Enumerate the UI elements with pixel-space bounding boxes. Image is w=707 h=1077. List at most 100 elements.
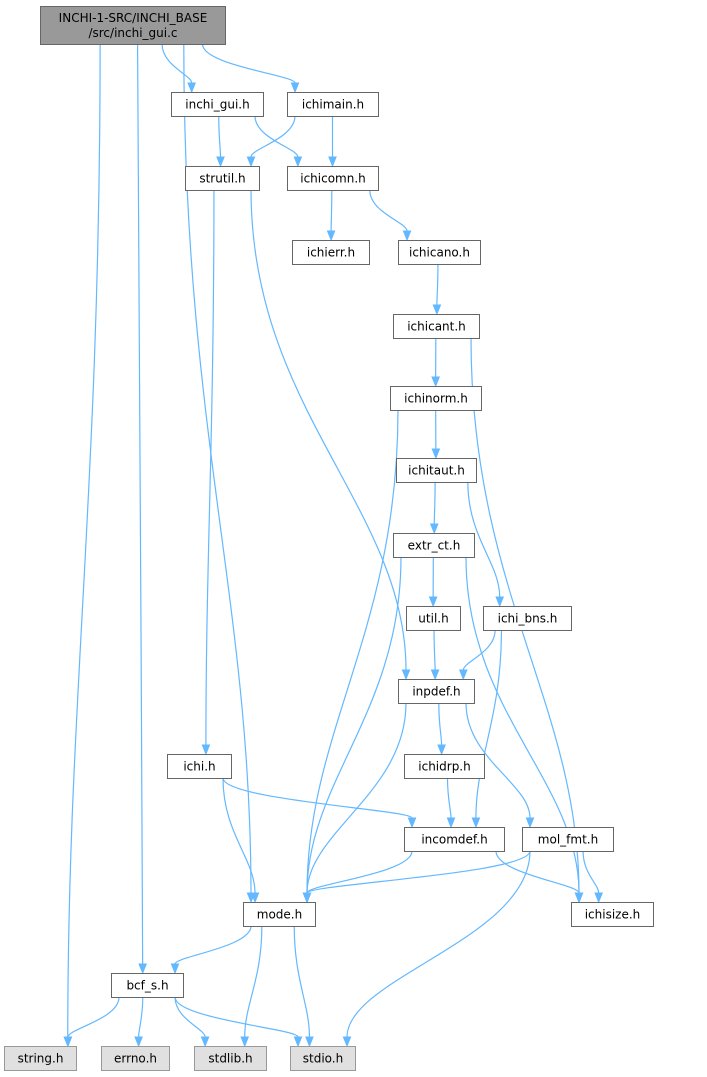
node-mol-fmt-h[interactable]: mol_fmt.h [522, 827, 614, 852]
node-ichicomn-h[interactable]: ichicomn.h [287, 166, 379, 191]
node-box [171, 92, 264, 117]
edge-root-to-bcf_s_h [136, 43, 147, 975]
edge-line [293, 925, 311, 1038]
edge-arrowhead [407, 817, 417, 829]
node-ichierr-h[interactable]: ichierr.h [292, 240, 370, 265]
edge-ichidrp_h-to-incomdef_h [446, 777, 456, 829]
node-label: INCHI-1-SRC/INCHI_BASE [59, 11, 208, 25]
edge-root-to-ichimain_h [201, 43, 300, 94]
edge-arrowhead [246, 156, 256, 168]
edge-arrowhead [138, 963, 147, 975]
node-label: incomdef.h [421, 833, 487, 847]
node-ichi-h[interactable]: ichi.h [167, 754, 232, 779]
edge-mol_fmt_h-to-ichisize_h [582, 850, 603, 904]
node-box [40, 6, 226, 45]
edge-bcf_s_h-to-stdio_h [174, 996, 303, 1048]
node-inchi-gui-h[interactable]: inchi_gui.h [171, 92, 264, 117]
edge-line [218, 115, 222, 158]
node-root[interactable]: INCHI-1-SRC/INCHI_BASE/src/inchi_gui.c [40, 6, 226, 45]
edge-ichi_bns_h-to-incomdef_h [471, 629, 503, 829]
edge-arrowhead [495, 596, 505, 608]
node-label: ichierr.h [307, 246, 355, 260]
edge-strutil_h-to-inpdef_h [250, 189, 411, 681]
node-ichi-bns-h[interactable]: ichi_bns.h [483, 606, 572, 631]
node-inpdef-h[interactable]: inpdef.h [398, 679, 475, 704]
edge-arrowhead [216, 156, 225, 168]
node-ichidrp-h[interactable]: ichidrp.h [404, 754, 485, 779]
edge-line [174, 996, 206, 1038]
node-label: extr_ct.h [408, 539, 461, 553]
edge-arrowhead [200, 1036, 210, 1048]
node-ichimain-h[interactable]: ichimain.h [287, 92, 379, 117]
edge-ichi_bns_h-to-inpdef_h [458, 629, 496, 681]
node-ichicano-h[interactable]: ichicano.h [398, 240, 481, 265]
node-ichisize-h[interactable]: ichisize.h [571, 902, 654, 927]
edge-arrowhead [431, 376, 440, 388]
edge-arrowhead [134, 1036, 143, 1048]
node-stdio-h: stdio.h [290, 1046, 356, 1071]
node-box [185, 166, 260, 191]
edge-line [306, 556, 402, 894]
node-label: ichi.h [183, 760, 215, 774]
node-box [194, 1046, 267, 1071]
node-label: ichitaut.h [408, 464, 465, 478]
edges-layer [63, 43, 603, 1048]
edge-ichicant_h-to-ichinorm_h [431, 337, 440, 388]
node-label: inpdef.h [412, 685, 460, 699]
edge-ichinorm_h-to-ichitaut_h [431, 409, 441, 460]
edge-line [475, 629, 503, 819]
nodes-layer: INCHI-1-SRC/INCHI_BASE/src/inchi_gui.cin… [4, 6, 654, 1071]
edge-arrowhead [342, 1036, 352, 1048]
edge-extr_ct_h-to-mode_h [302, 556, 402, 904]
node-label: errno.h [114, 1052, 157, 1066]
edge-arrowhead [574, 892, 584, 904]
edge-inchi_gui_h-to-ichicomn_h [254, 115, 303, 168]
node-strutil-h[interactable]: strutil.h [185, 166, 260, 191]
node-box [393, 314, 480, 339]
edge-arrowhead [437, 744, 446, 756]
edge-line [306, 850, 531, 894]
edge-inpdef_h-to-ichidrp_h [437, 702, 446, 756]
edge-arrowhead [401, 669, 411, 681]
edge-line [250, 189, 407, 671]
node-stdlib-h: stdlib.h [194, 1046, 267, 1071]
node-label: util.h [418, 612, 448, 626]
edge-ichicomn_h-to-ichierr_h [326, 189, 336, 242]
edge-arrowhead [293, 156, 303, 168]
node-label: stdlib.h [208, 1052, 252, 1066]
node-box [390, 386, 482, 411]
edge-arrowhead [63, 1036, 73, 1048]
node-incomdef-h[interactable]: incomdef.h [404, 827, 505, 852]
node-box [393, 533, 475, 558]
node-ichinorm-h[interactable]: ichinorm.h [390, 386, 482, 411]
node-box [571, 902, 654, 927]
edge-arrowhead [594, 892, 603, 904]
edge-extr_ct_h-to-util_h [428, 556, 438, 608]
node-bcf-s-h[interactable]: bcf_s.h [111, 973, 184, 998]
edge-line [436, 263, 439, 306]
node-box [243, 902, 316, 927]
node-label: ichinorm.h [404, 392, 468, 406]
edge-root-to-string_h [63, 43, 101, 1048]
edge-util_h-to-inpdef_h [430, 629, 440, 681]
node-util-h[interactable]: util.h [406, 606, 461, 631]
edge-mol_fmt_h-to-mode_h [302, 850, 531, 904]
edge-line [306, 850, 413, 894]
node-ichicant-h[interactable]: ichicant.h [393, 314, 480, 339]
node-mode-h[interactable]: mode.h [243, 902, 316, 927]
edge-arrowhead [432, 304, 442, 316]
edge-ichi_h-to-mode_h [222, 777, 260, 904]
edge-incomdef_h-to-mode_h [302, 850, 413, 904]
node-ichitaut-h[interactable]: ichitaut.h [396, 458, 477, 483]
edge-arrowhead [431, 448, 441, 460]
node-box [483, 606, 572, 631]
edge-line [369, 189, 408, 232]
node-extr-ct-h[interactable]: extr_ct.h [393, 533, 475, 558]
edge-line [306, 409, 399, 894]
node-box [111, 973, 184, 998]
edge-ichitaut_h-to-ichi_bns_h [467, 481, 505, 608]
edge-arrowhead [458, 669, 468, 681]
edge-line [433, 629, 436, 671]
node-label: ichisize.h [585, 908, 641, 922]
edge-line [306, 702, 407, 894]
